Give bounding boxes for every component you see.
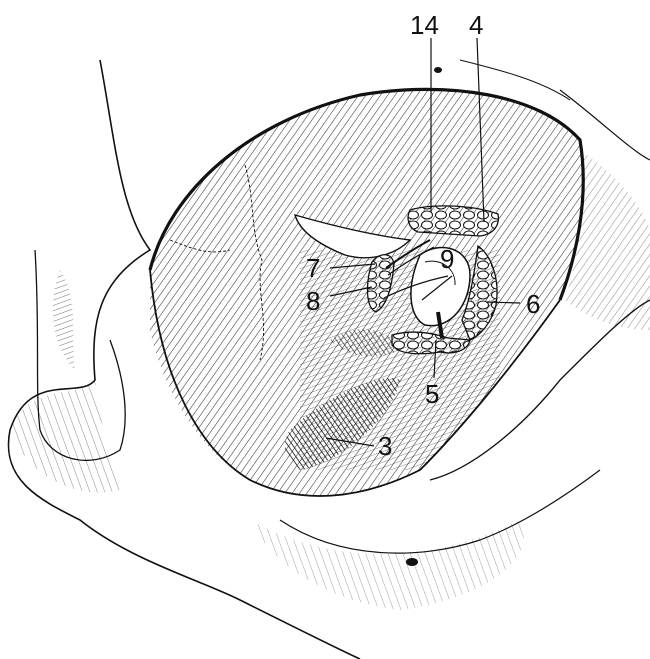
label-3: 3	[378, 433, 392, 459]
label-6: 6	[526, 291, 540, 317]
label-7: 7	[306, 255, 320, 281]
label-9: 9	[440, 246, 454, 272]
optic-canal-roof	[408, 206, 498, 236]
label-8: 8	[306, 288, 320, 314]
label-14: 14	[410, 12, 439, 38]
label-5: 5	[425, 381, 439, 407]
small-foramen	[406, 558, 418, 566]
label-4: 4	[469, 12, 483, 38]
